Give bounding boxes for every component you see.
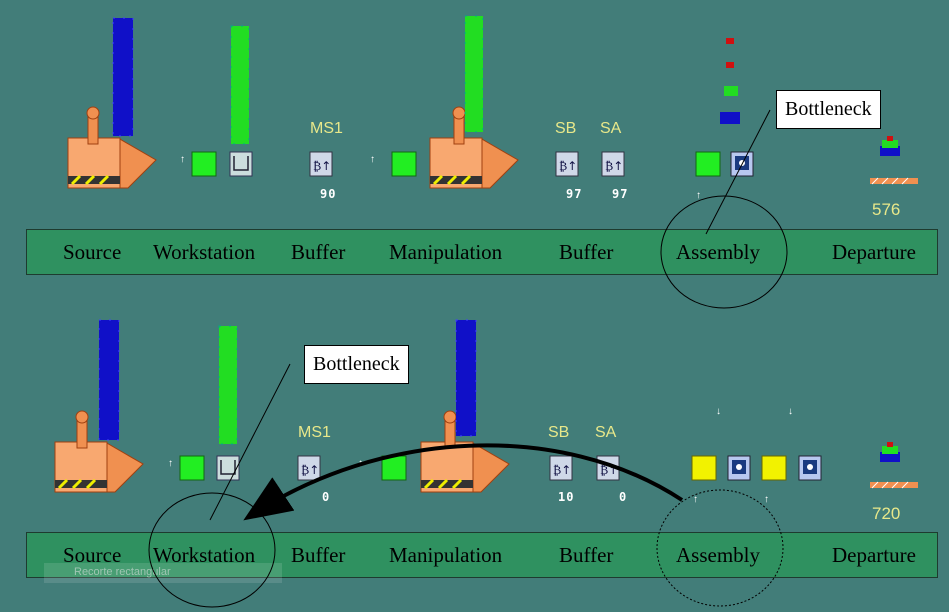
stage-label: Source (63, 543, 122, 567)
buffer-queue-icon: ₿↑ (549, 455, 573, 481)
stage-label: Manipulation (389, 240, 503, 264)
sa-label: SA (595, 424, 617, 441)
ms1-counter: 0 (322, 490, 331, 504)
svg-text:₿↑: ₿↑ (313, 159, 331, 173)
buffer-queue-icon: ₿↑ (309, 151, 333, 177)
svg-text:₿↑: ₿↑ (301, 463, 319, 477)
stage-label: Workstation (153, 543, 256, 567)
selection-tooltip: Recorte rectangular (44, 563, 282, 583)
svg-text:↑: ↑ (693, 494, 698, 505)
assembly-highlight-circle (660, 195, 788, 309)
assembly-icon (798, 455, 822, 481)
sa-counter: 97 (612, 187, 629, 201)
assembly-icon (727, 455, 751, 481)
stage-band-bottom: Source Workstation Buffer Manipulation B… (26, 532, 938, 578)
ms1-label: MS1 (310, 120, 343, 137)
stage-band-top: Source Workstation Buffer Manipulation B… (26, 229, 938, 275)
manipulation-status (381, 455, 407, 481)
sb-counter: 97 (566, 187, 583, 201)
workstation-highlight-circle (148, 492, 276, 608)
machine-icon (67, 106, 157, 189)
stage-label: Departure (832, 240, 916, 264)
stage-label: Source (63, 240, 122, 264)
sa-label: SA (600, 120, 622, 137)
assembly-status (691, 455, 717, 481)
machine-icon (54, 410, 144, 493)
callout-leader-line (705, 109, 771, 235)
departure-counter: 576 (872, 200, 901, 219)
part-stack-icon (455, 319, 477, 437)
bottleneck-callout: Bottleneck (304, 345, 409, 384)
assembly-status (695, 151, 721, 177)
sb-label: SB (555, 120, 577, 137)
assembly-status (761, 455, 787, 481)
stage-label: Buffer (291, 543, 346, 567)
departure-icon (870, 136, 918, 185)
part-icon (726, 38, 734, 44)
svg-text:↑: ↑ (370, 154, 375, 165)
sb-label: SB (548, 424, 570, 441)
svg-text:₿↑: ₿↑ (553, 463, 571, 477)
svg-text:↓: ↓ (716, 406, 721, 417)
propagation-arrow (243, 443, 684, 521)
svg-text:↑: ↑ (180, 154, 185, 165)
departure-counter: 720 (872, 504, 901, 523)
part-stack-icon (218, 325, 238, 445)
stage-label: Departure (832, 543, 916, 567)
part-icon (726, 62, 734, 68)
sa-counter: 0 (619, 490, 628, 504)
stage-label: Assembly (676, 240, 760, 264)
stage-label: Manipulation (389, 543, 503, 567)
ms1-label: MS1 (298, 424, 331, 441)
part-stack-icon (112, 17, 134, 137)
svg-text:₿↑: ₿↑ (605, 159, 623, 173)
svg-text:↓: ↓ (788, 406, 793, 417)
workstation-status (179, 455, 205, 481)
buffer-queue-icon: ₿↑ (601, 151, 625, 177)
buffer-queue-icon: ₿↑ (297, 455, 321, 481)
manipulation-status (391, 151, 417, 177)
part-icon (724, 86, 738, 96)
svg-text:↑: ↑ (168, 458, 173, 469)
part-stack-icon (98, 319, 120, 441)
svg-text:₿↑: ₿↑ (559, 159, 577, 173)
sb-counter: 10 (558, 490, 575, 504)
svg-text:↑: ↑ (696, 190, 701, 201)
part-stack-icon (230, 25, 250, 145)
assembly-dotted-circle (656, 489, 784, 607)
departure-icon (870, 442, 918, 489)
buffer-queue-icon: ₿↑ (555, 151, 579, 177)
part-icon (720, 112, 740, 124)
part-stack-icon (464, 15, 484, 133)
ms1-counter: 90 (320, 187, 337, 201)
machine-icon (429, 106, 519, 189)
callout-leader-line (209, 363, 291, 521)
workstation-status (191, 151, 217, 177)
stage-label: Workstation (153, 240, 256, 264)
stage-label: Buffer (559, 543, 614, 567)
stage-label: Buffer (559, 240, 614, 264)
stage-label: Buffer (291, 240, 346, 264)
svg-text:↑: ↑ (764, 494, 769, 505)
bottleneck-callout: Bottleneck (776, 90, 881, 129)
stage-label: Assembly (676, 543, 760, 567)
